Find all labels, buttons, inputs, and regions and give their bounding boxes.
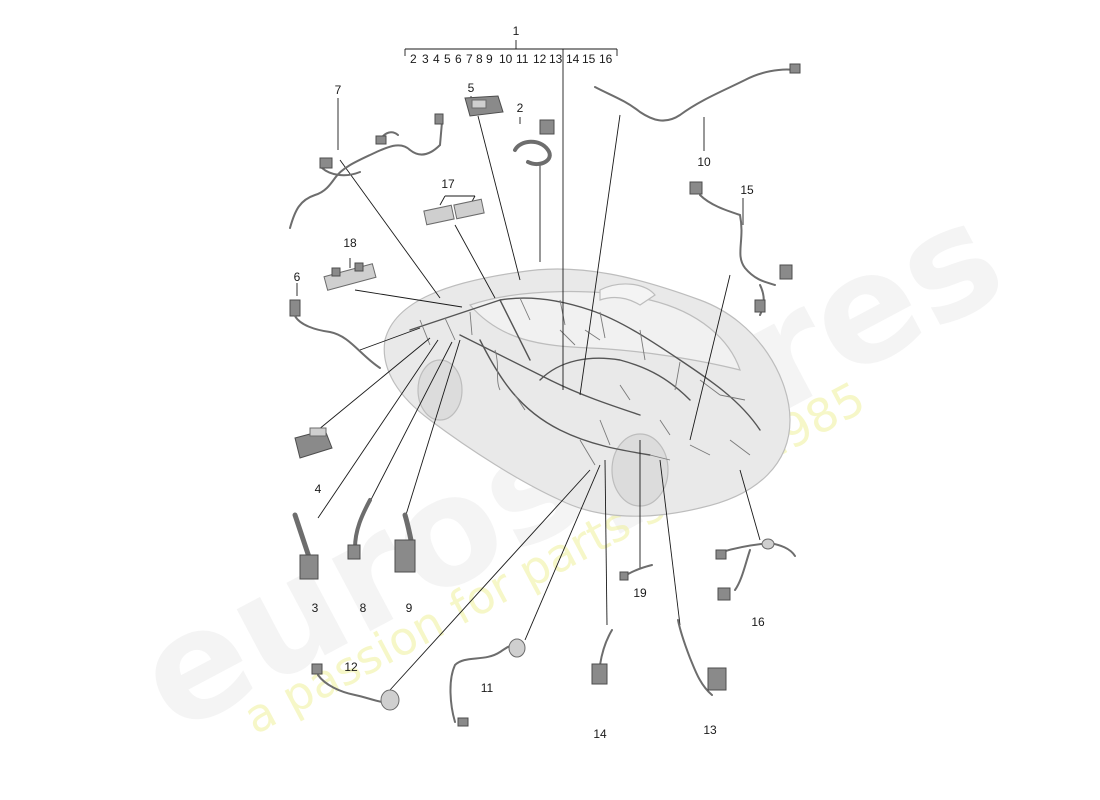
callout-6: 6: [294, 270, 301, 284]
parts: [289, 63, 801, 727]
callout-9: 9: [406, 601, 413, 615]
callout-13: 13: [703, 723, 717, 737]
callout-8: 8: [360, 601, 367, 615]
sub-label-12: 12: [533, 52, 547, 66]
part-harness-7: [289, 113, 444, 229]
callout-16: 16: [751, 615, 765, 629]
callout-12: 12: [344, 660, 358, 674]
sub-label-8: 8: [476, 52, 483, 66]
part-lead-14: [591, 629, 613, 685]
part-lead-16: [715, 538, 796, 601]
callout-2: 2: [517, 101, 524, 115]
callout-18: 18: [343, 236, 357, 250]
callout-1: 1: [513, 24, 520, 38]
part-lead-11: [449, 638, 526, 727]
callout-7: 7: [335, 83, 342, 97]
sub-label-10: 10: [499, 52, 513, 66]
callout-17: 17: [441, 177, 455, 191]
part-lead-8: [347, 498, 372, 560]
callouts: 1 2 3 4 5 6 7 8 9 10 11 12 13 14 15 16 2…: [294, 24, 765, 741]
sub-label-3: 3: [422, 52, 429, 66]
sub-label-11: 11: [516, 52, 529, 66]
part-fuse-boxes-17: [423, 198, 485, 226]
part-lead-12: [311, 663, 400, 711]
part-module-5: [464, 95, 504, 117]
sub-label-9: 9: [486, 52, 493, 66]
sub-label-16: 16: [599, 52, 613, 66]
wiring-harness: [409, 297, 761, 466]
sub-label-2: 2: [410, 52, 417, 66]
part-lead-13: [677, 619, 727, 696]
callout-5: 5: [468, 81, 475, 95]
part-lead-19: [619, 564, 653, 581]
part-connector-2: [513, 119, 555, 167]
sub-label-5: 5: [444, 52, 451, 66]
sub-label-6: 6: [455, 52, 462, 66]
sub-label-13: 13: [549, 52, 563, 66]
leader-lines: [296, 40, 761, 691]
part-harness-10: [594, 63, 801, 122]
sub-label-14: 14: [566, 52, 580, 66]
callout-15: 15: [740, 183, 754, 197]
callout-4: 4: [315, 482, 322, 496]
part-harness-15: [689, 181, 793, 316]
sub-label-15: 15: [582, 52, 596, 66]
car-body: [383, 268, 791, 517]
part-lead-3: [292, 512, 319, 580]
sub-label-7: 7: [466, 52, 473, 66]
callout-10: 10: [697, 155, 711, 169]
part-relay-18: [323, 262, 377, 291]
callout-19: 19: [633, 586, 647, 600]
callout-3: 3: [312, 601, 319, 615]
part-sensor-6: [289, 299, 381, 369]
callout-11: 11: [481, 681, 494, 695]
part-lead-9: [394, 512, 416, 573]
part-control-unit-4: [294, 427, 333, 459]
sub-label-4: 4: [433, 52, 440, 66]
callout-14: 14: [593, 727, 607, 741]
